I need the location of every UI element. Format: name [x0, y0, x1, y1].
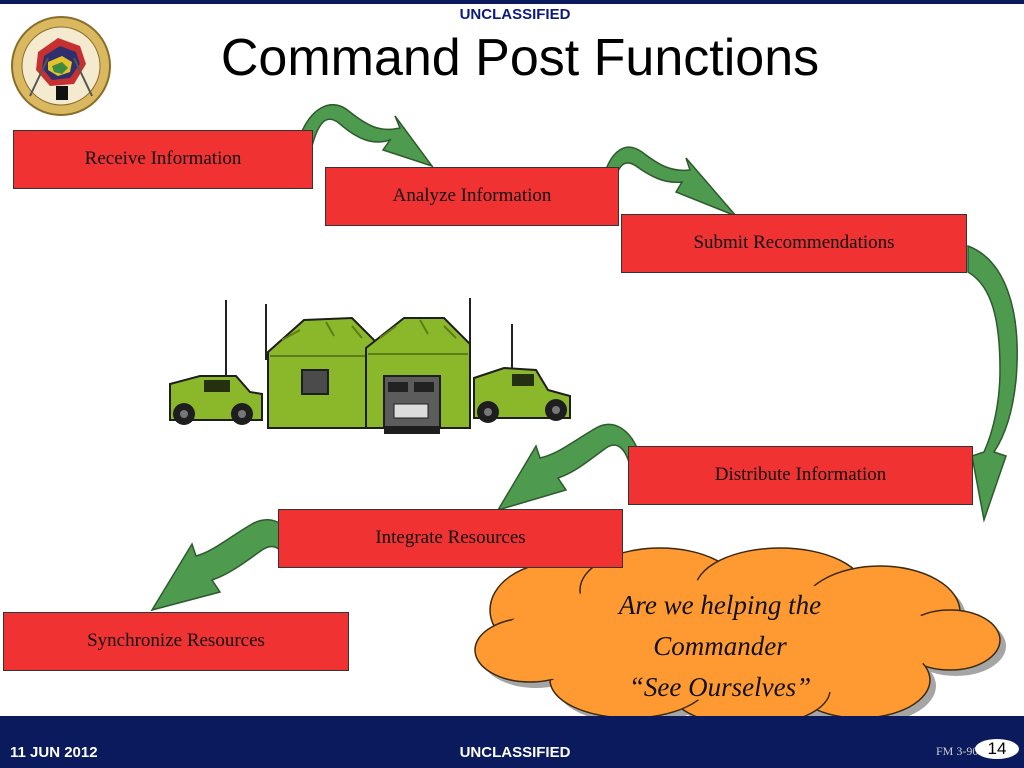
- command-post-vehicles-icon: [169, 298, 571, 434]
- step-synchronize-resources: Synchronize Resources: [3, 612, 349, 671]
- step-analyze-information: Analyze Information: [325, 167, 619, 226]
- arrow-submit-to-distribute: [967, 244, 1018, 523]
- step-submit-recommendations: Submit Recommendations: [621, 214, 967, 273]
- arrow-analyze-to-submit: [604, 146, 737, 217]
- page-number: 14: [987, 739, 1007, 758]
- footer-reference: FM 3-90.6: [936, 744, 988, 758]
- classification-banner-top: UNCLASSIFIED: [459, 6, 571, 23]
- cloud-line-2: Commander: [653, 631, 787, 661]
- page-number-badge: [975, 739, 1019, 759]
- cloud-line-1: Are we helping the: [618, 590, 822, 620]
- arrow-integrate-to-synchronize: [150, 519, 299, 612]
- step-distribute-information: Distribute Information: [628, 446, 973, 505]
- step-receive-information: Receive Information: [13, 130, 313, 189]
- step-integrate-resources: Integrate Resources: [278, 509, 623, 568]
- slide-title: Command Post Functions: [220, 29, 820, 87]
- cloud-line-3: “See Ourselves”: [628, 672, 812, 702]
- arrow-distribute-to-integrate: [496, 423, 641, 512]
- arrow-receive-to-analyze: [299, 104, 435, 168]
- cloud-callout-text: Are we helping the Commander “See Oursel…: [560, 585, 880, 708]
- footer-date: 11 JUN 2012: [10, 744, 98, 761]
- classification-banner-bottom: UNCLASSIFIED: [459, 744, 571, 761]
- top-border: [0, 0, 1024, 4]
- footer-bar: [0, 716, 1024, 768]
